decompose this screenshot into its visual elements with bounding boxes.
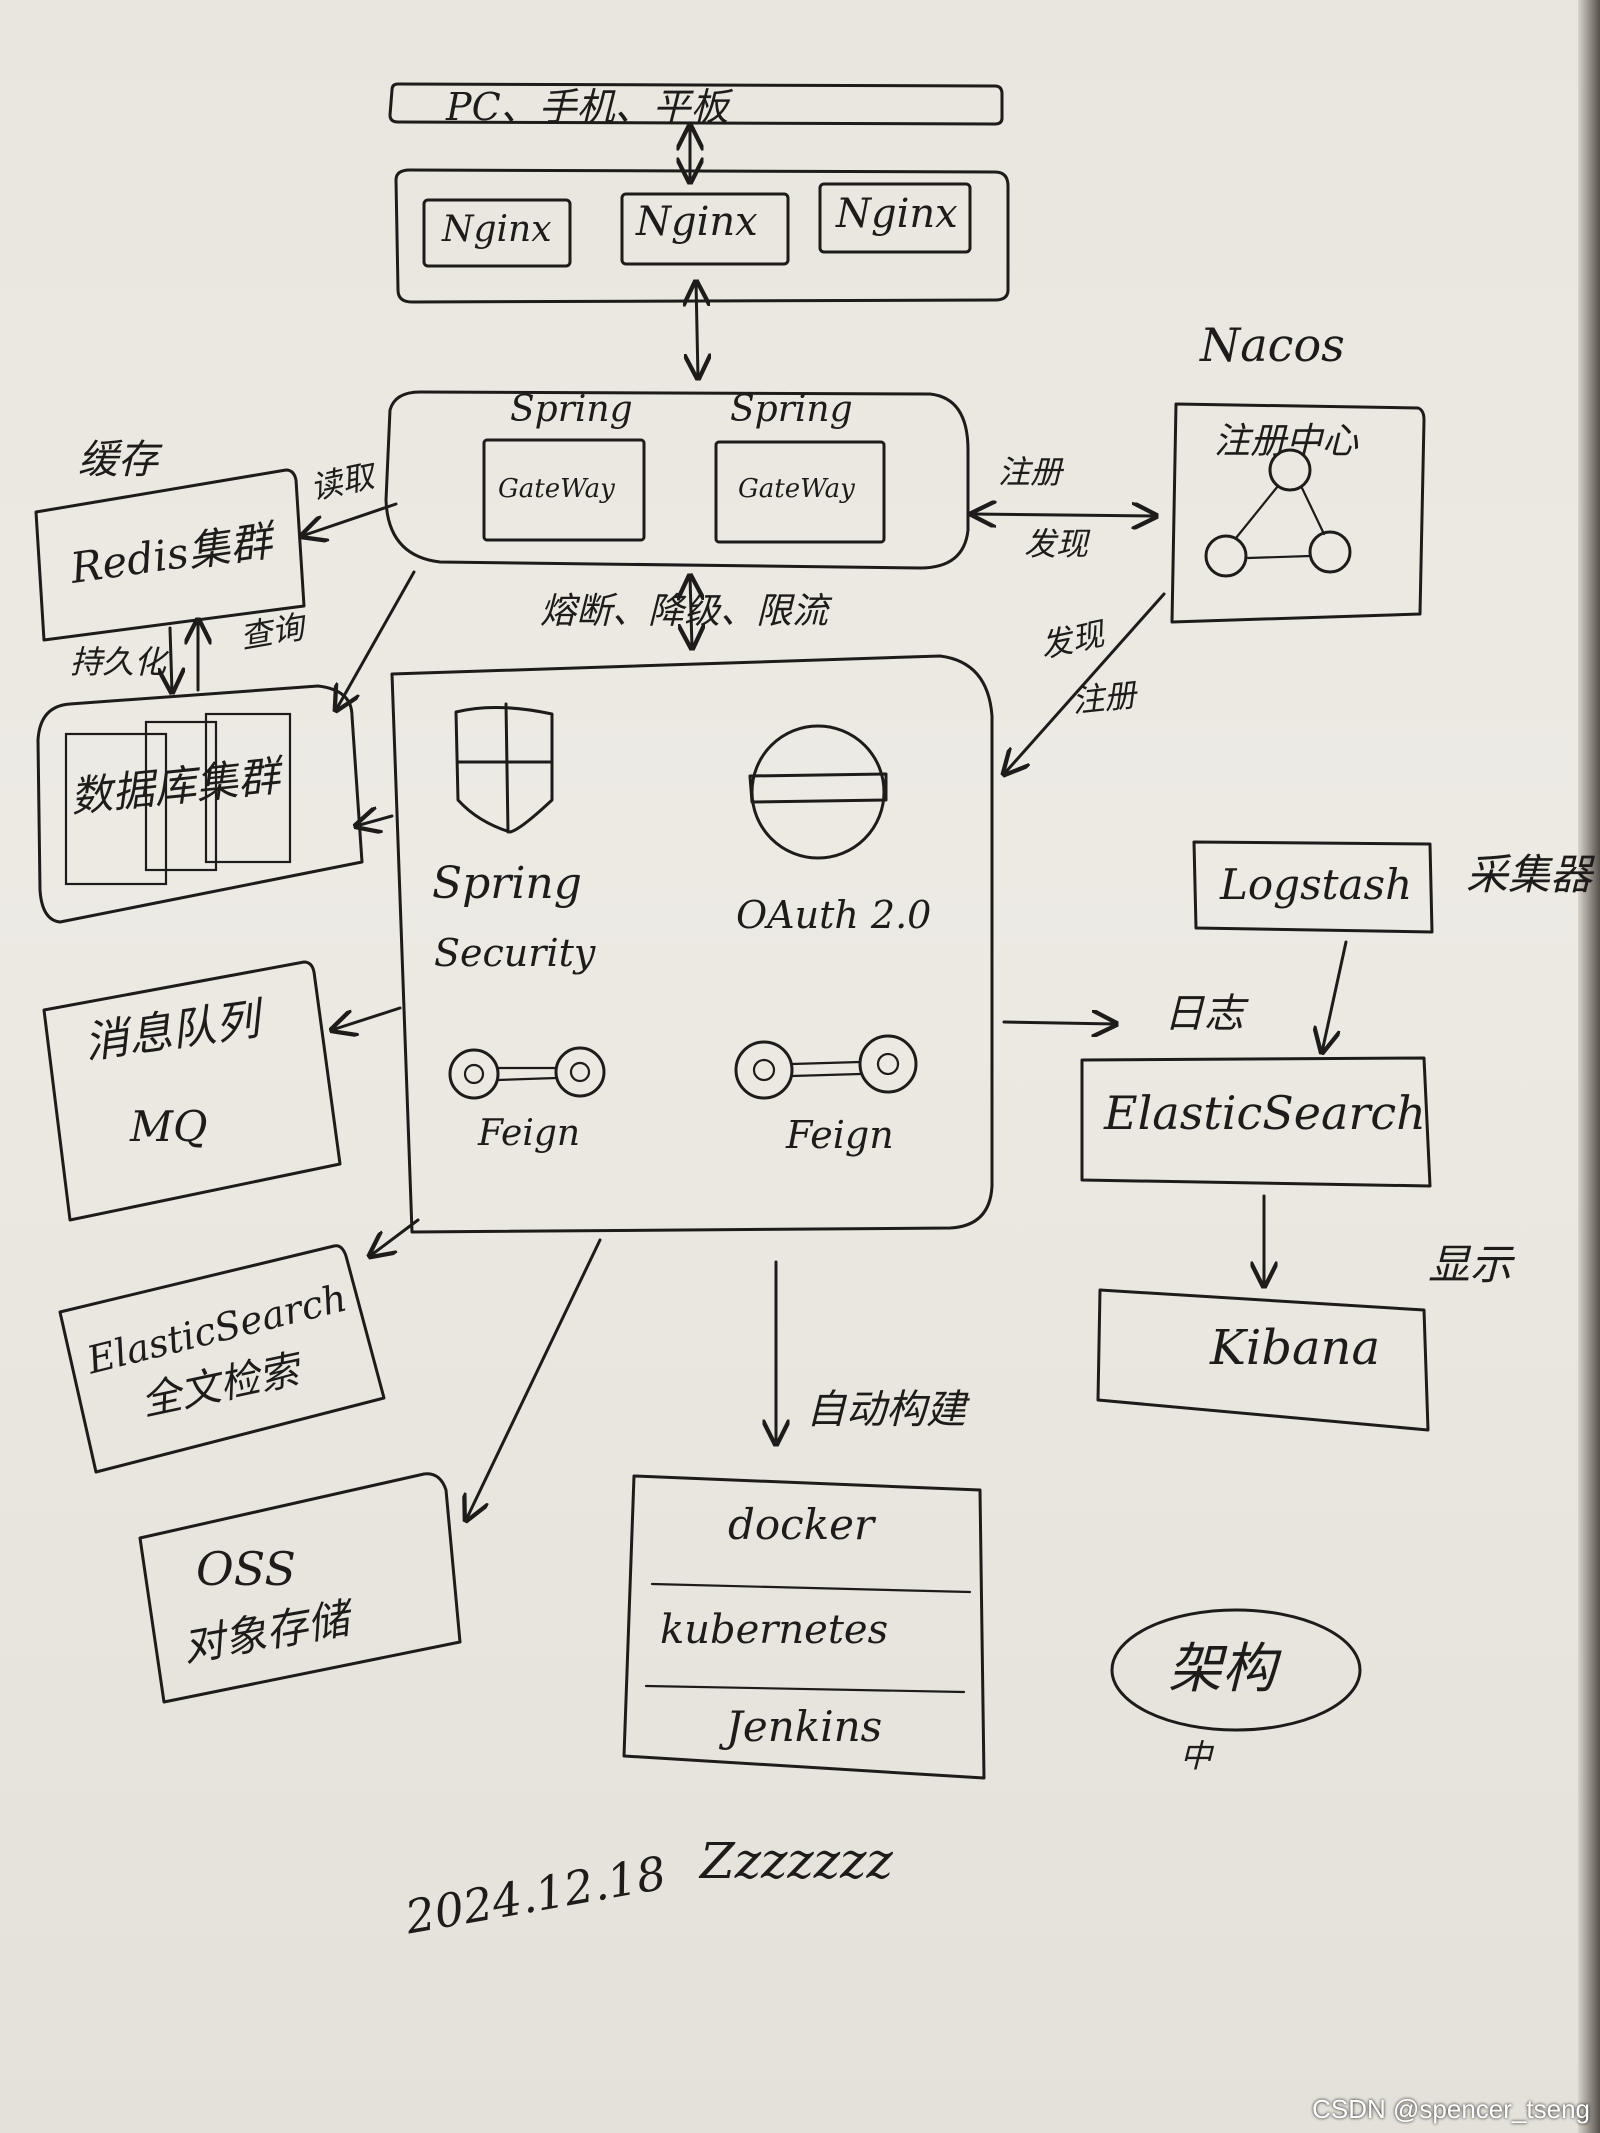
nacos-node-right (1310, 532, 1350, 572)
kibana-note: 显示 (1428, 1244, 1512, 1286)
architecture-stamp-sub: 中 (1180, 1740, 1212, 1772)
db-persist-label: 持久化 (70, 646, 166, 678)
arrow-gateway-database (336, 572, 414, 710)
oauth-icon (752, 726, 884, 858)
mq-box (44, 962, 340, 1220)
oauth-icon-band (750, 774, 886, 802)
gateway-label-gateway-1: GateWay (498, 476, 615, 502)
devops-edge-label: 自动构建 (806, 1390, 966, 1430)
arrow-redis-db-persist (170, 628, 172, 692)
nacos-title: Nacos (1200, 322, 1345, 368)
nacos-register2-label: 注册 (1071, 679, 1138, 718)
elk-log-label: 日志 (1164, 994, 1244, 1034)
arrow-services-mq (332, 1008, 400, 1030)
oss-label-1: OSS (196, 1546, 296, 1592)
db-query-label: 查询 (238, 611, 307, 654)
mq-label-2: MQ (130, 1106, 207, 1148)
oauth-label: OAuth 2.0 (736, 896, 931, 934)
security-label-2: Security (434, 934, 595, 972)
feign-label-1: Feign (478, 1116, 580, 1152)
arrow-gateway-redis (302, 504, 396, 536)
nginx-label-1: Nginx (442, 212, 552, 248)
arrow-services-search (370, 1220, 418, 1256)
devops-divider-2 (646, 1686, 964, 1692)
feign-label-2: Feign (786, 1116, 894, 1154)
nacos-node-left (1206, 536, 1246, 576)
devops-divider-1 (652, 1584, 970, 1592)
arrow-services-db (356, 816, 392, 826)
nacos-register-label: 注册 (998, 456, 1062, 488)
watermark: CSDN @spencer_tseng (1312, 2094, 1590, 2125)
arrow-services-elk (1004, 1022, 1116, 1024)
devops-item-jenkins: Jenkins (726, 1706, 882, 1748)
gateway-label-spring-2: Spring (730, 392, 853, 428)
logstash-note: 采集器 (1466, 854, 1592, 896)
gateway-edge-label: 熔断、降级、限流 (540, 594, 828, 630)
client-label: PC、手机、平板 (446, 88, 729, 126)
devops-item-kubernetes: kubernetes (660, 1610, 888, 1650)
diagram-signature: Zzzzzzz (700, 1836, 893, 1886)
devops-item-docker: docker (728, 1504, 874, 1546)
arrow-gateway-nacos (972, 514, 1156, 516)
elastic-label: ElasticSearch (1104, 1090, 1426, 1136)
gateway-label-gateway-2: GateWay (738, 476, 855, 502)
arrow-nginx-gateway (696, 282, 698, 378)
nginx-label-3: Nginx (836, 194, 958, 234)
nginx-label-2: Nginx (636, 202, 758, 242)
nacos-box-label: 注册中心 (1214, 424, 1358, 460)
logstash-label: Logstash (1220, 864, 1412, 906)
feign-icon-right (736, 1036, 916, 1098)
feign-icon-left (450, 1048, 604, 1098)
security-label-1: Spring (432, 862, 582, 906)
arrow-services-oss (466, 1240, 600, 1520)
nacos-discover-label: 发现 (1024, 528, 1088, 560)
architecture-stamp-label: 架构 (1168, 1642, 1276, 1696)
kibana-label: Kibana (1210, 1324, 1380, 1372)
spring-security-icon (456, 704, 552, 832)
gateway-label-spring-1: Spring (510, 392, 633, 428)
arrow-logstash-elastic (1322, 942, 1346, 1052)
cache-title: 缓存 (78, 440, 158, 480)
